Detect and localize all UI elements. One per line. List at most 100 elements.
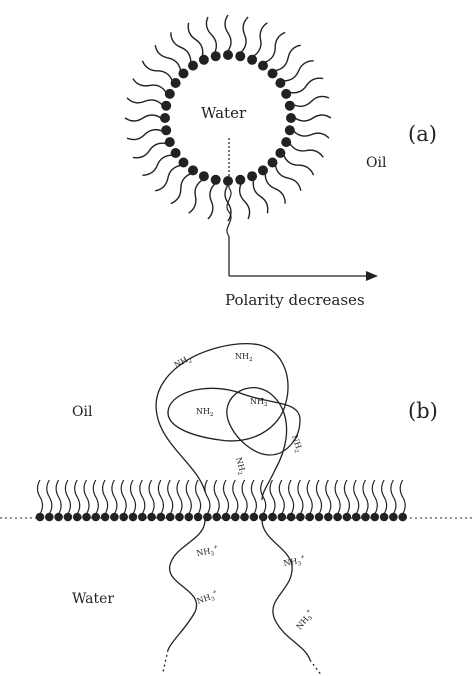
monolayer-tail [390, 479, 397, 515]
surfactant-head [247, 54, 258, 65]
ammonium-label-3: NH3+ [196, 589, 219, 606]
monolayer-tail [176, 479, 183, 515]
surfactant-head [160, 113, 170, 123]
water-label-b: Water [72, 591, 114, 607]
svg-text:NH2: NH2 [173, 354, 194, 372]
probe-tail-squiggle [226, 187, 232, 237]
monolayer-tail [278, 479, 285, 515]
surfactant-tail [274, 165, 302, 191]
svg-text:NH2: NH2 [288, 434, 304, 454]
surfactant-tail [253, 22, 268, 57]
surfactant-tail [264, 173, 286, 204]
surfactant-head [210, 51, 221, 62]
surfactant-head [164, 137, 175, 148]
surfactant-head [198, 171, 209, 182]
svg-text:NH2: NH2 [250, 397, 267, 408]
surfactant-tail [187, 22, 204, 57]
monolayer-tail [46, 479, 53, 515]
surfactant-head [170, 78, 181, 88]
monolayer-head [35, 512, 45, 522]
monolayer-head [212, 512, 221, 522]
monolayer-tail [241, 479, 248, 515]
monolayer-tail [222, 479, 230, 515]
surfactant-tail [252, 179, 269, 214]
monolayer-tail [325, 479, 332, 515]
monolayer-tail [111, 479, 118, 515]
monolayer-heads [35, 512, 408, 522]
surfactant-tail [294, 114, 332, 122]
svg-text:NH2: NH2 [232, 456, 247, 476]
oil-label-a: Oil [366, 155, 387, 171]
monolayer-head [240, 512, 249, 522]
protein-strand-right-continuation [309, 659, 323, 676]
monolayer-tails [36, 479, 406, 515]
monolayer-head [63, 512, 73, 522]
monolayer-head [351, 512, 361, 522]
surfactant-head [161, 100, 172, 111]
monolayer-head [389, 512, 398, 522]
surfactant-head [267, 157, 278, 168]
surfactant-heads [160, 50, 296, 186]
polarity-arrow-head [366, 271, 378, 281]
monolayer-tail [269, 479, 276, 515]
protein-chain-oil [155, 343, 301, 501]
amine-label-4: NH2 [250, 397, 267, 408]
monolayer-head [305, 512, 315, 522]
surfactant-head [258, 165, 268, 176]
monolayer-head [333, 512, 342, 522]
surfactant-tail [188, 179, 203, 214]
monolayer-head [156, 512, 166, 522]
surfactant-head [223, 176, 233, 186]
monolayer-tail [83, 479, 90, 515]
monolayer-head [231, 512, 240, 522]
surfactant-tail [126, 97, 163, 106]
monolayer-head [361, 512, 370, 522]
monolayer-head [398, 512, 408, 522]
monolayer-head [165, 512, 175, 522]
monolayer-tail [101, 479, 109, 515]
monolayer-tail [399, 479, 406, 515]
amine-label-6: NH2 [232, 456, 247, 476]
monolayer-tail [185, 479, 192, 515]
surfactant-tail [264, 31, 286, 63]
surfactant-head [210, 174, 221, 185]
panel-b-label: (b) [408, 399, 438, 423]
monolayer-head [72, 512, 82, 522]
surfactant-tail [293, 130, 330, 139]
svg-text:NH2: NH2 [235, 352, 252, 363]
monolayer-head [277, 512, 287, 522]
monolayer-head [45, 512, 54, 522]
surfactant-head [198, 54, 209, 65]
surfactant-tail [283, 60, 314, 82]
monolayer-tail [232, 479, 239, 515]
protein-strand-right [261, 519, 311, 661]
monolayer-head [370, 512, 380, 522]
monolayer-tail [139, 479, 146, 515]
surfactant-head [258, 60, 268, 71]
oil-label-b: Oil [72, 404, 93, 420]
monolayer-head [249, 512, 259, 522]
surfactant-tail [275, 44, 301, 72]
surfactant-head [164, 88, 175, 99]
surfactant-head [188, 165, 198, 176]
monolayer-tail [353, 479, 360, 515]
monolayer-tail [157, 479, 165, 515]
monolayer-head [268, 512, 277, 522]
monolayer-tail [334, 479, 341, 515]
surfactant-head [235, 51, 246, 62]
monolayer-tail [213, 479, 220, 515]
surfactant-tail [240, 16, 249, 53]
amine-label-3: NH2 [196, 407, 213, 418]
surfactant-tail [207, 183, 216, 220]
monolayer-tail [306, 479, 313, 515]
surfactant-tail [205, 16, 218, 53]
surfactant-tail [142, 154, 173, 176]
monolayer-tail [343, 479, 351, 515]
surfactant-tail [124, 114, 162, 122]
svg-text:NH3+: NH3+ [196, 544, 220, 560]
surfactant-tail [141, 60, 173, 82]
monolayer-head [296, 512, 305, 522]
monolayer-head [203, 512, 212, 522]
surfactant-tail [132, 142, 167, 159]
